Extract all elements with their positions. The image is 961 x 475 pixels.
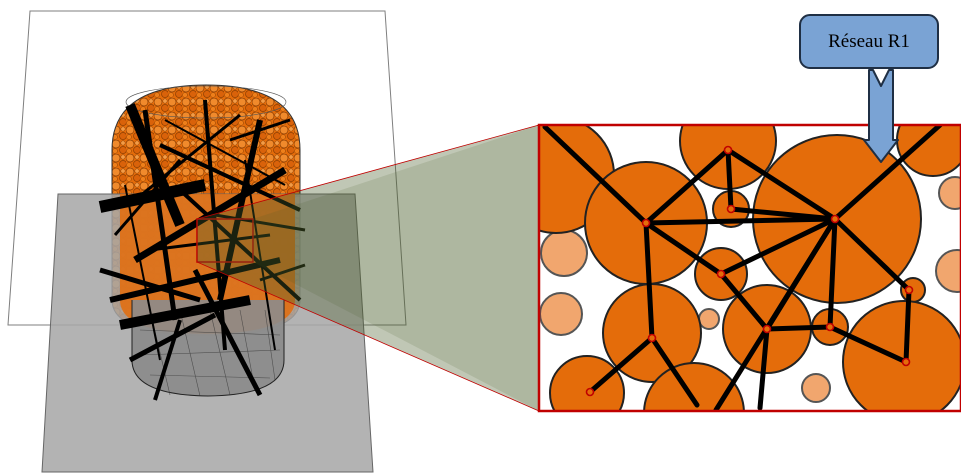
zoom-panel bbox=[537, 123, 961, 413]
contact-nodes bbox=[585, 145, 914, 397]
force-chain-network bbox=[98, 99, 306, 401]
network-label-text: Réseau R1 bbox=[828, 30, 910, 52]
callout-arrow bbox=[863, 69, 899, 163]
network-label-callout: Réseau R1 bbox=[799, 14, 939, 69]
contact-network bbox=[542, 125, 943, 411]
